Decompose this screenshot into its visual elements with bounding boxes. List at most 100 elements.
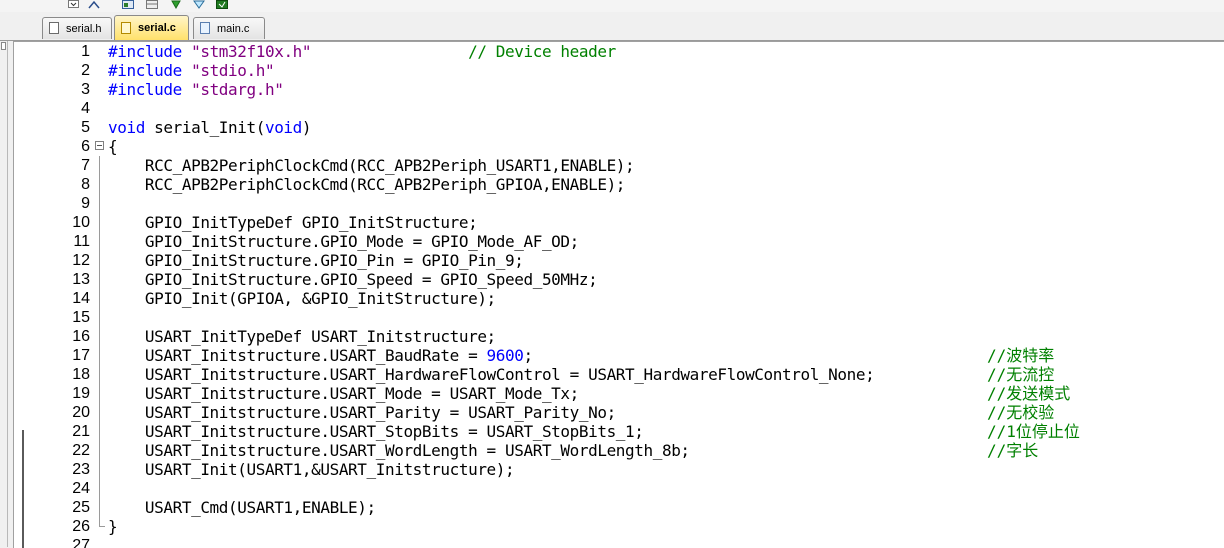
code-line[interactable]: 9	[14, 194, 1224, 213]
code-token: ;	[523, 346, 533, 365]
line-number: 13	[72, 271, 90, 288]
fold-guide	[95, 156, 106, 175]
code-line[interactable]: 25 USART_Cmd(USART1,ENABLE);	[14, 498, 1224, 517]
fold-guide	[95, 384, 106, 403]
code-token: USART_Initstructure.USART_Mode = USART_M…	[108, 384, 579, 403]
code-token: )	[301, 118, 312, 137]
code-line[interactable]: 12 GPIO_InitStructure.GPIO_Pin = GPIO_Pi…	[14, 251, 1224, 270]
fold-guide	[95, 403, 106, 422]
code-token: GPIO_Init(GPIOA, &GPIO_InitStructure);	[108, 289, 496, 308]
line-number: 15	[72, 309, 90, 326]
fold-guide	[95, 175, 106, 194]
dropdown-icon[interactable]	[68, 0, 80, 9]
fold-collapse-icon[interactable]	[95, 137, 106, 156]
code-line[interactable]: 17 USART_Initstructure.USART_BaudRate = …	[14, 346, 1224, 365]
code-line[interactable]: 4	[14, 99, 1224, 118]
line-number: 22	[72, 442, 90, 459]
code-text: GPIO_InitTypeDef GPIO_InitStructure;	[108, 213, 478, 232]
line-number: 16	[72, 328, 90, 345]
c-file-icon	[200, 22, 211, 35]
fold-guide	[95, 327, 106, 346]
code-line[interactable]: 7 RCC_APB2PeriphClockCmd(RCC_APB2Periph_…	[14, 156, 1224, 175]
code-line[interactable]: 8 RCC_APB2PeriphClockCmd(RCC_APB2Periph_…	[14, 175, 1224, 194]
code-string: "stm32f10x.h"	[191, 42, 312, 61]
panel-toggle-icon[interactable]	[1, 42, 6, 50]
fold-guide	[95, 517, 106, 536]
code-line[interactable]: 22 USART_Initstructure.USART_WordLength …	[14, 441, 1224, 460]
tab-label: serial.c	[138, 22, 176, 34]
code-lines: 1#include "stm32f10x.h" // Device header…	[14, 42, 1224, 548]
code-line[interactable]: 5 void serial_Init(void)	[14, 118, 1224, 137]
code-line[interactable]: 27	[14, 536, 1224, 548]
code-line[interactable]: 24	[14, 479, 1224, 498]
code-line[interactable]: 1#include "stm32f10x.h" // Device header	[14, 42, 1224, 61]
tab-main-c[interactable]: main.c	[193, 17, 265, 39]
fold-guide	[95, 346, 106, 365]
code-token: RCC_APB2PeriphClockCmd(RCC_APB2Periph_GP…	[108, 175, 626, 194]
download-icon[interactable]	[170, 0, 182, 9]
fold-guide	[95, 441, 106, 460]
code-token: {	[108, 137, 118, 156]
code-token: serial_Init(	[144, 118, 265, 137]
line-number: 26	[72, 518, 90, 535]
code-line[interactable]: 13 GPIO_InitStructure.GPIO_Speed = GPIO_…	[14, 270, 1224, 289]
window-icon[interactable]	[122, 0, 134, 9]
code-line[interactable]: 6{	[14, 137, 1224, 156]
line-number: 8	[81, 176, 90, 193]
code-text: void serial_Init(void)	[108, 118, 312, 137]
line-number: 9	[81, 195, 90, 212]
code-comment: // Device header	[311, 42, 616, 61]
code-text: #include "stdarg.h"	[108, 80, 284, 99]
code-editor[interactable]: 1#include "stm32f10x.h" // Device header…	[13, 41, 1224, 548]
code-text: GPIO_InitStructure.GPIO_Speed = GPIO_Spe…	[108, 270, 598, 289]
line-number: 23	[72, 461, 90, 478]
line-number: 12	[72, 252, 90, 269]
code-line[interactable]: 15	[14, 308, 1224, 327]
code-text: RCC_APB2PeriphClockCmd(RCC_APB2Periph_US…	[108, 156, 635, 175]
code-token: GPIO_InitStructure.GPIO_Speed = GPIO_Spe…	[108, 270, 598, 289]
code-directive: #include	[108, 80, 192, 99]
code-text: USART_Initstructure.USART_WordLength = U…	[108, 441, 690, 460]
layout-icon[interactable]	[146, 0, 158, 9]
tools-icon[interactable]	[88, 0, 100, 9]
code-line[interactable]: 16 USART_InitTypeDef USART_Initstructure…	[14, 327, 1224, 346]
code-token: USART_Initstructure.USART_HardwareFlowCo…	[108, 365, 875, 384]
line-number: 1	[81, 43, 90, 60]
tab-label: serial.h	[66, 22, 102, 35]
code-line[interactable]: 18 USART_Initstructure.USART_HardwareFlo…	[14, 365, 1224, 384]
code-line[interactable]: 20 USART_Initstructure.USART_Parity = US…	[14, 403, 1224, 422]
code-token: USART_Cmd(USART1,ENABLE);	[108, 498, 376, 517]
line-number: 6	[81, 138, 90, 155]
code-text: USART_Initstructure.USART_HardwareFlowCo…	[108, 365, 875, 384]
code-line[interactable]: 19 USART_Initstructure.USART_Mode = USAR…	[14, 384, 1224, 403]
fold-guide	[95, 213, 106, 232]
code-token: GPIO_InitTypeDef GPIO_InitStructure;	[108, 213, 478, 232]
tab-serial-c[interactable]: serial.c	[114, 15, 189, 40]
code-line[interactable]: 11 GPIO_InitStructure.GPIO_Mode = GPIO_M…	[14, 232, 1224, 251]
tab-label: main.c	[217, 22, 250, 35]
code-token: USART_Initstructure.USART_BaudRate =	[108, 346, 487, 365]
line-number: 3	[81, 81, 90, 98]
fold-guide	[95, 308, 106, 327]
code-text: GPIO_Init(GPIOA, &GPIO_InitStructure);	[108, 289, 496, 308]
code-line[interactable]: 3 #include "stdarg.h"	[14, 80, 1224, 99]
line-number: 10	[72, 214, 90, 231]
line-number: 18	[72, 366, 90, 383]
code-line[interactable]: 14 GPIO_Init(GPIOA, &GPIO_InitStructure)…	[14, 289, 1224, 308]
code-comment: //字长	[987, 441, 1039, 460]
code-text: USART_InitTypeDef USART_Initstructure;	[108, 327, 496, 346]
code-line[interactable]: 21 USART_Initstructure.USART_StopBits = …	[14, 422, 1224, 441]
code-line[interactable]: 26}	[14, 517, 1224, 536]
debug-icon[interactable]	[193, 0, 205, 9]
code-token: GPIO_InitStructure.GPIO_Pin = GPIO_Pin_9…	[108, 251, 524, 270]
tab-serial-h[interactable]: serial.h	[42, 17, 112, 39]
settings-icon[interactable]	[216, 0, 228, 9]
code-comment: //无流控	[987, 365, 1055, 384]
code-line[interactable]: 23 USART_Init(USART1,&USART_Initstructur…	[14, 460, 1224, 479]
line-number: 5	[81, 119, 90, 136]
code-text: }	[108, 517, 118, 536]
code-string: "stdarg.h"	[191, 80, 284, 99]
code-line[interactable]: 2#include "stdio.h"	[14, 61, 1224, 80]
code-line[interactable]: 10 GPIO_InitTypeDef GPIO_InitStructure;	[14, 213, 1224, 232]
line-number: 11	[73, 233, 90, 250]
